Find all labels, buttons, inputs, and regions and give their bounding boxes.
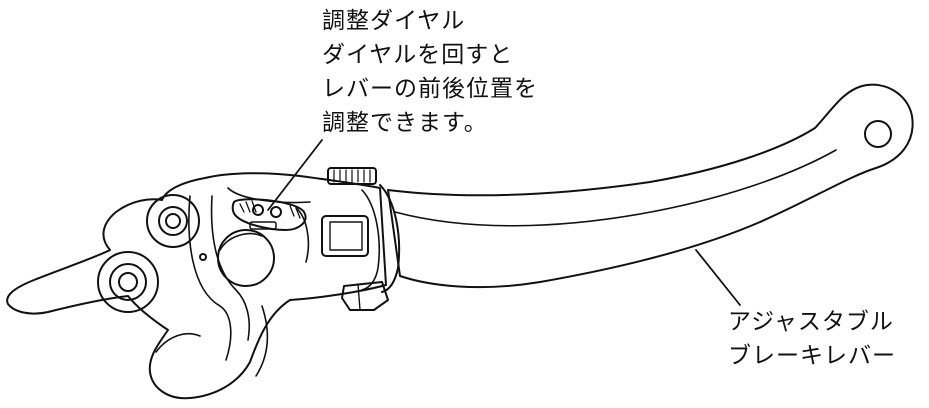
clamp-boss-inner (158, 206, 188, 236)
bracket-body (6, 172, 387, 400)
mount-boss-outer (97, 251, 159, 313)
lever-collar (379, 184, 401, 293)
mount-boss-bore (118, 272, 138, 292)
pivot-side (295, 207, 310, 263)
body-contour-2 (188, 195, 232, 361)
lever-blade (387, 83, 914, 289)
leader-line-dial (267, 139, 323, 211)
body-contour-1 (210, 195, 251, 341)
lever-collar-inner (361, 189, 381, 291)
leader-line-lever (695, 249, 741, 306)
brake-lever-callout-line-1: アジャスタブル (728, 309, 894, 335)
clamp-boss-outer (146, 194, 200, 248)
pivot-bolt-top (327, 167, 377, 185)
adjust-dial-callout-line-3: レバーの前後位置を (322, 76, 538, 102)
body-contour-4 (255, 305, 269, 377)
clamp-boss-bore (165, 213, 181, 229)
small-hole (199, 253, 207, 261)
mount-boss-mid (109, 263, 147, 301)
lever-pivot-hole (864, 120, 892, 148)
reservoir-port-shade (219, 232, 263, 251)
adjust-dial-callout-line-4: 調整できます。 (322, 110, 488, 136)
adjust-dial-callout: 調整ダイヤル ダイヤルを回すと レバーの前後位置を 調整できます。 (322, 4, 538, 140)
brake-lever-callout-line-2: ブレーキレバー (728, 343, 896, 369)
pivot-nut-edge (357, 283, 361, 311)
pivot-bolt-knurl (333, 169, 371, 183)
lever-blade-edge (394, 149, 837, 227)
brake-lever-callout: アジャスタブル ブレーキレバー (728, 305, 896, 373)
adjust-dial-callout-line-1: 調整ダイヤル (322, 8, 466, 34)
adjust-dial-callout-line-2: ダイヤルを回すと (322, 42, 514, 68)
adjust-dial (231, 198, 307, 231)
pivot-nut (341, 281, 389, 311)
body-contour-3 (155, 332, 201, 353)
lever-window-inner (329, 221, 363, 251)
lever-window (321, 215, 369, 257)
